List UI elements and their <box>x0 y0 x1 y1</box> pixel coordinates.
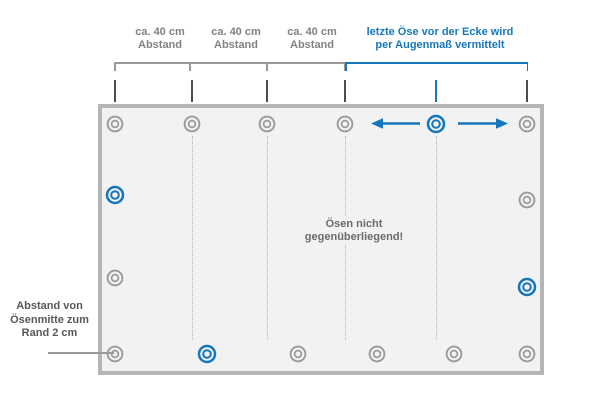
eyelet-gray <box>518 345 536 363</box>
spacing-label-3-line1: ca. 40 cm <box>287 26 337 38</box>
corner-bracket-tick <box>526 62 528 71</box>
eyelet-gray <box>445 345 463 363</box>
eyelet-position-mark <box>344 80 347 102</box>
eyelet-gray <box>368 345 386 363</box>
eyelet-position-mark <box>266 80 269 102</box>
eyelet-gray <box>106 115 124 133</box>
spacing-bracket-tick <box>189 62 191 71</box>
edge-distance-line2: Ösenmitte zum <box>10 313 89 326</box>
arrow-right-icon <box>458 118 508 129</box>
center-note-line1: Ösen nicht <box>325 218 383 230</box>
corner-bracket-tick <box>345 62 347 71</box>
center-note-line2: gegenüberliegend! <box>304 230 404 243</box>
center-note: Ösen nicht gegenüberliegend! <box>294 216 414 245</box>
eyelet-gray <box>518 191 536 209</box>
eyelet-blue <box>426 114 446 134</box>
eyelet-blue <box>197 344 217 364</box>
spacing-label-2: ca. 40 cm Abstand <box>191 26 281 52</box>
eyelet-gray <box>106 345 124 363</box>
spacing-bracket-tick <box>114 62 116 71</box>
edge-distance-line3: Rand 2 cm <box>21 327 78 339</box>
spacing-label-1-line2: Abstand <box>138 39 182 51</box>
eyelet-position-mark-blue <box>435 80 438 102</box>
spacing-bracket-tick <box>266 62 268 71</box>
arrow-left-icon <box>371 118 420 129</box>
eyelet-gray <box>336 115 354 133</box>
eyelet-blue <box>105 185 125 205</box>
edge-distance-pointer-line <box>48 352 114 354</box>
corner-bracket <box>345 62 528 64</box>
eyelet-gray <box>258 115 276 133</box>
eyelet-position-mark <box>526 80 529 102</box>
dotted-guide-line <box>436 136 437 340</box>
corner-note-line2: per Augenmaß vermittelt <box>375 39 505 51</box>
edge-distance-label: Abstand von Ösenmitte zum Rand 2 cm <box>2 300 97 341</box>
dotted-guide-line <box>267 136 268 340</box>
spacing-label-2-line2: Abstand <box>214 39 258 51</box>
dotted-guide-line <box>192 136 193 340</box>
spacing-bracket-tick <box>344 62 346 71</box>
spacing-label-1: ca. 40 cm Abstand <box>115 26 205 52</box>
eyelet-position-mark <box>114 80 117 102</box>
spacing-label-3-line2: Abstand <box>290 39 334 51</box>
spacing-label-1-line1: ca. 40 cm <box>135 26 185 38</box>
eyelet-blue <box>517 277 537 297</box>
spacing-label-2-line1: ca. 40 cm <box>211 26 261 38</box>
corner-note-line1: letzte Öse vor der Ecke wird <box>366 26 514 38</box>
edge-distance-line1: Abstand von <box>16 300 83 312</box>
spacing-label-3: ca. 40 cm Abstand <box>267 26 357 52</box>
corner-note-label: letzte Öse vor der Ecke wird per Augenma… <box>350 26 530 52</box>
eyelet-gray <box>518 115 536 133</box>
eyelet-gray <box>106 269 124 287</box>
eyelet-gray <box>183 115 201 133</box>
spacing-bracket <box>115 62 345 64</box>
eyelet-position-mark <box>191 80 194 102</box>
eyelet-gray <box>289 345 307 363</box>
